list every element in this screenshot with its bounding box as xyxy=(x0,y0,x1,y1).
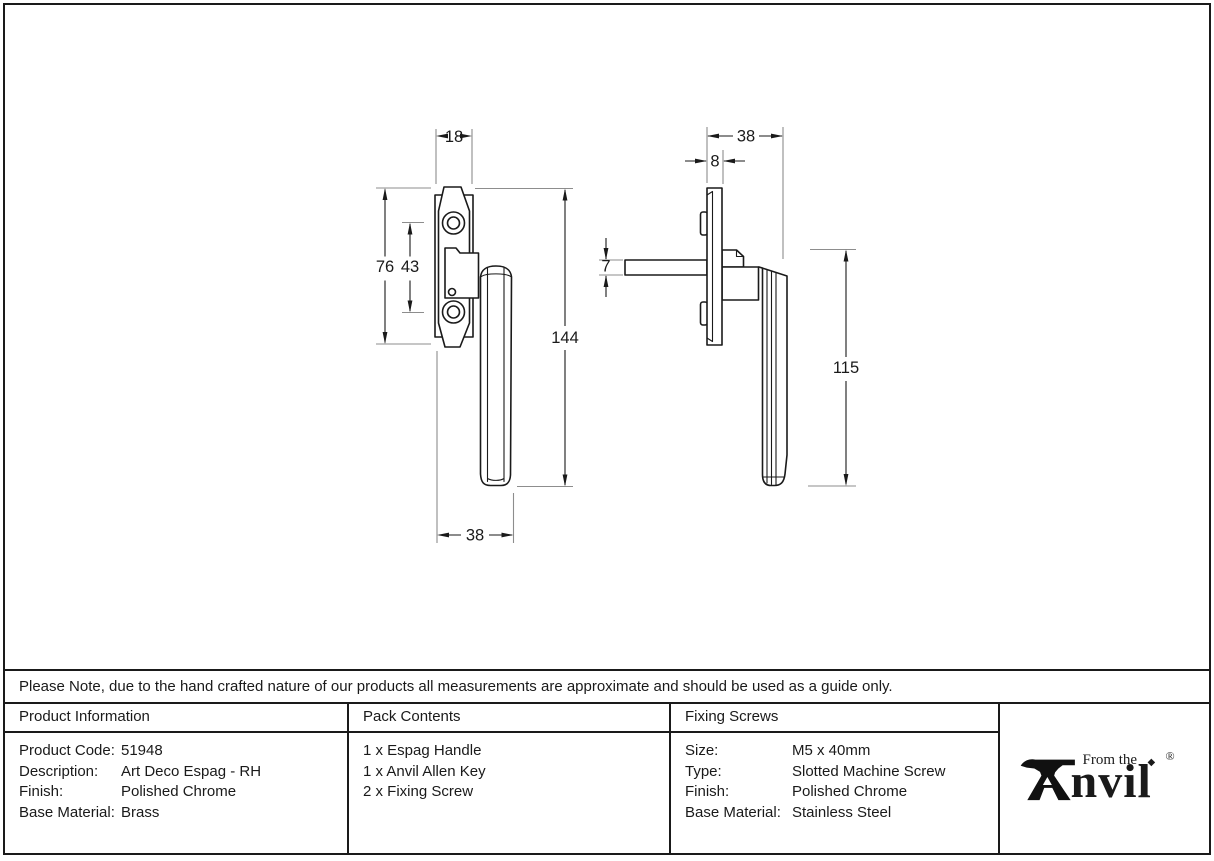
product-information-body: Product Code: 51948 Description: Art Dec… xyxy=(5,733,347,823)
side-backplate xyxy=(706,187,723,346)
dim-label-plate-depth: 8 xyxy=(710,153,719,171)
front-grip-edge-lines xyxy=(480,267,512,483)
row-value: M5 x 40mm xyxy=(792,742,871,759)
row-value: Polished Chrome xyxy=(792,783,908,800)
technical-drawing: 18 76 43 xyxy=(5,5,1209,669)
row-label: Type: xyxy=(685,762,722,780)
dim-side-spindle-depth: 7 xyxy=(599,238,623,297)
front-view: 18 76 43 xyxy=(376,128,579,545)
side-spindle xyxy=(624,259,708,276)
side-grip-bar xyxy=(758,266,788,487)
pack-item: 1 x Anvil Allen Key xyxy=(363,762,486,780)
anvil-logo: nvil From the ◆ ® xyxy=(1020,748,1190,808)
table-row: Finish: Polished Chrome xyxy=(19,782,347,803)
front-grip-bar xyxy=(479,265,513,487)
dim-label-spindle-depth: 7 xyxy=(601,258,610,276)
dim-front-plate-width: 18 xyxy=(435,128,473,184)
dim-label-fixing-centres: 43 xyxy=(401,258,419,276)
dim-side-projection: 38 xyxy=(706,127,784,259)
row-label: Description: xyxy=(19,762,99,780)
fixing-screws-section: Fixing Screws Size: M5 x 40mm Type: Slot… xyxy=(669,704,998,853)
dim-label-handle-length: 115 xyxy=(833,359,859,377)
dim-label-overall-height: 144 xyxy=(551,329,579,347)
table-row: Base Material: Brass xyxy=(19,803,347,824)
dim-front-overall-height: 144 xyxy=(475,187,579,488)
list-item: 2 x Fixing Screw xyxy=(363,782,669,803)
table-row: Size: M5 x 40mm xyxy=(685,741,998,762)
side-grip-edge-lines xyxy=(762,268,786,486)
front-screw-bottom-inner xyxy=(446,305,461,319)
side-grip-top-face-edges xyxy=(735,249,745,258)
dim-label-projection: 38 xyxy=(737,128,755,146)
side-grip-top-face xyxy=(721,249,745,268)
dim-label-overall-width: 38 xyxy=(466,527,484,545)
row-value: Stainless Steel xyxy=(792,803,892,821)
front-spindle-screw xyxy=(447,287,457,297)
row-label: Base Material: xyxy=(685,803,781,821)
pack-item: 1 x Espag Handle xyxy=(363,742,482,759)
diamond-icon: ◆ xyxy=(1147,756,1156,768)
info-table: Product Information Product Code: 51948 … xyxy=(5,702,1209,853)
row-label: Finish: xyxy=(19,783,64,800)
pack-contents-header: Pack Contents xyxy=(349,704,669,733)
anvil-icon xyxy=(1020,758,1075,800)
dim-label-plate-height: 76 xyxy=(376,258,394,276)
dim-front-fixing-centres: 43 xyxy=(401,221,424,314)
brand-name-text: nvil xyxy=(1070,754,1152,808)
dim-front-overall-width: 38 xyxy=(436,351,515,545)
pack-contents-body: 1 x Espag Handle 1 x Anvil Allen Key 2 x… xyxy=(349,733,669,803)
brand-logo-cell: nvil From the ◆ ® xyxy=(998,704,1209,853)
row-label: Finish: xyxy=(685,783,730,800)
note-row: Please Note, due to the hand crafted nat… xyxy=(5,669,1209,702)
product-information-header: Product Information xyxy=(5,704,347,733)
row-value: Art Deco Espag - RH xyxy=(121,762,262,780)
side-backplate-edges xyxy=(706,190,714,343)
pack-contents-section: Pack Contents 1 x Espag Handle 1 x Anvil… xyxy=(347,704,669,853)
table-row: Finish: Polished Chrome xyxy=(685,782,998,803)
row-label: Product Code: xyxy=(19,742,115,759)
spec-sheet-page: 18 76 43 xyxy=(3,3,1211,855)
fixing-screws-header: Fixing Screws xyxy=(671,704,998,733)
brand-prefix-text: From the xyxy=(1082,751,1138,768)
row-label: Base Material: xyxy=(19,803,115,821)
row-value: Brass xyxy=(121,803,160,821)
dim-front-plate-height: 76 xyxy=(376,187,431,345)
fixing-screws-body: Size: M5 x 40mm Type: Slotted Machine Sc… xyxy=(671,733,998,823)
row-value: 51948 xyxy=(121,742,163,759)
side-view: 38 8 7 xyxy=(599,127,859,487)
side-neck-block xyxy=(721,266,760,301)
list-item: 1 x Espag Handle xyxy=(363,741,669,762)
table-row: Type: Slotted Machine Screw xyxy=(685,762,998,783)
table-row: Base Material: Stainless Steel xyxy=(685,803,998,824)
front-screw-top-inner xyxy=(446,216,461,230)
front-neck-block xyxy=(444,247,480,299)
dim-side-handle-length: 115 xyxy=(808,248,859,487)
dim-label-plate-width: 18 xyxy=(445,128,463,146)
row-value: Slotted Machine Screw xyxy=(792,762,946,780)
table-row: Product Code: 51948 xyxy=(19,741,347,762)
list-item: 1 x Anvil Allen Key xyxy=(363,762,669,783)
dim-side-plate-depth: 8 xyxy=(685,150,745,184)
table-row: Description: Art Deco Espag - RH xyxy=(19,762,347,783)
pack-item: 2 x Fixing Screw xyxy=(363,783,474,800)
row-value: Polished Chrome xyxy=(121,783,237,800)
drawing-canvas: 18 76 43 xyxy=(376,127,859,545)
row-label: Size: xyxy=(685,742,719,759)
registered-trademark-symbol: ® xyxy=(1165,748,1175,763)
note-text: Please Note, due to the hand crafted nat… xyxy=(19,678,893,695)
product-information-section: Product Information Product Code: 51948 … xyxy=(5,704,347,853)
